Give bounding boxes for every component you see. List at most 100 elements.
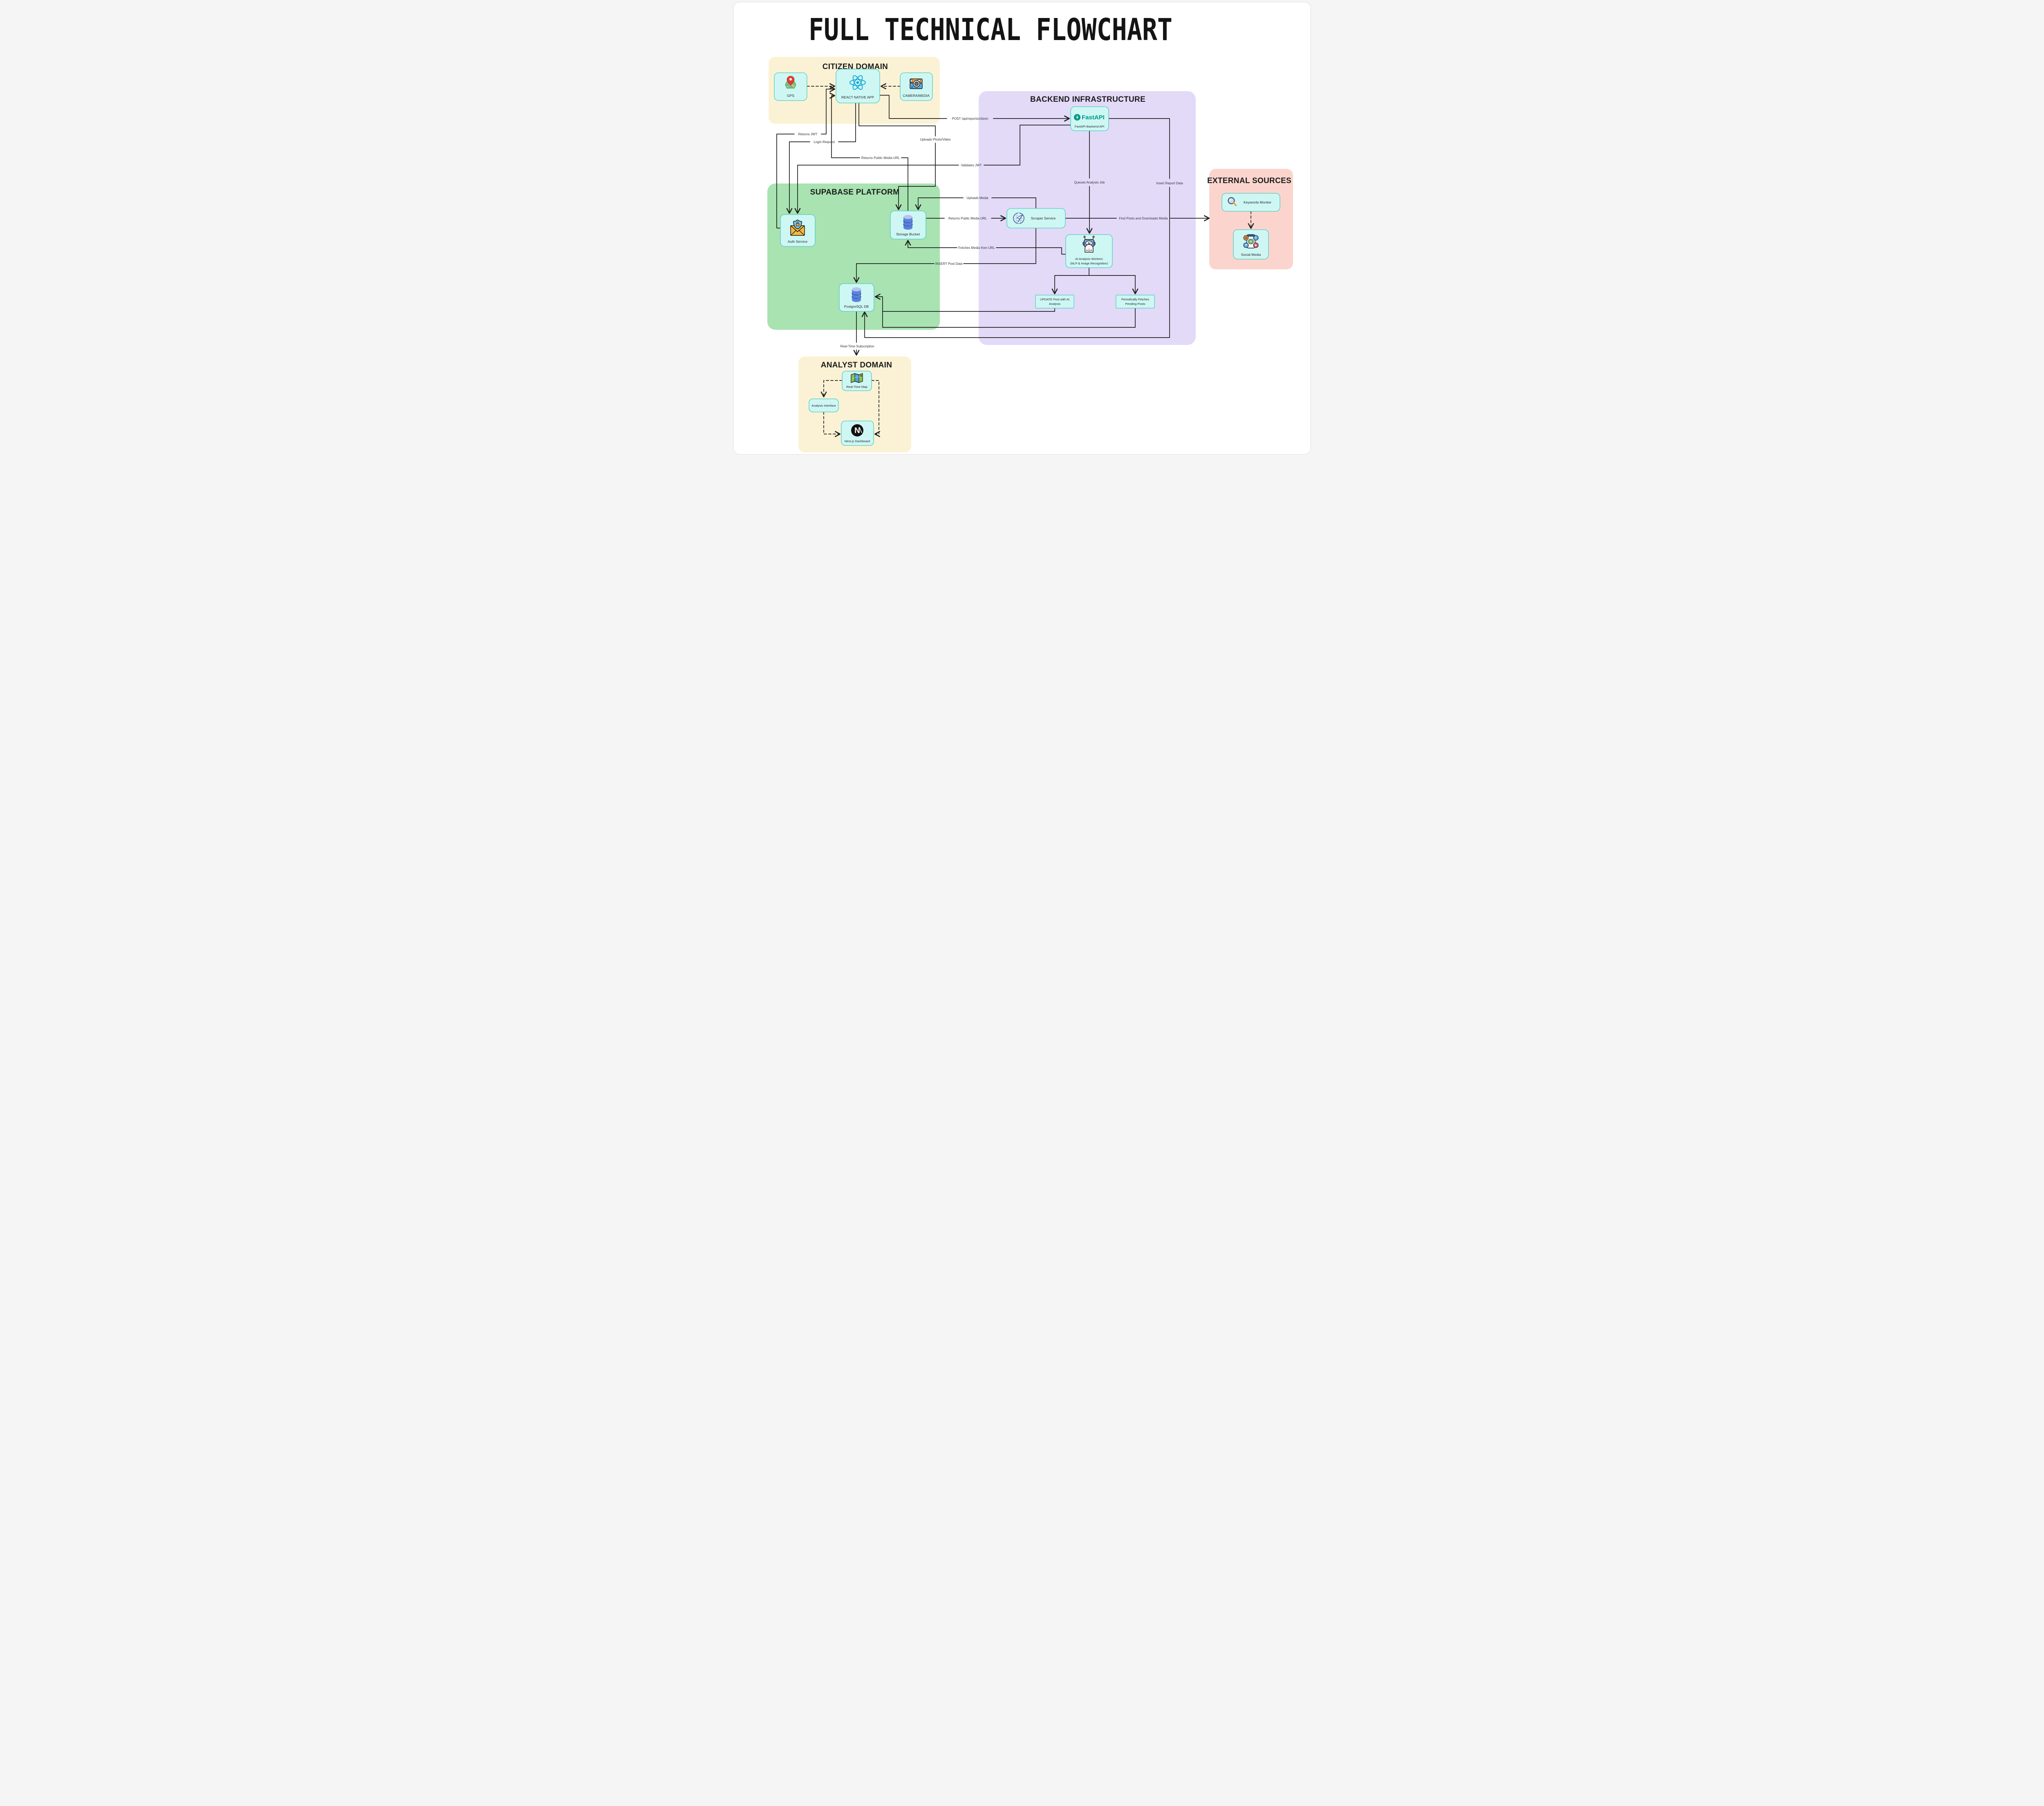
globe-paper-plane-icon bbox=[1013, 213, 1024, 224]
node-postgresql-db: PostgreSQL DB bbox=[839, 283, 874, 312]
edge-label-uploads-photo: Uploads Photo/Video bbox=[920, 138, 951, 141]
node-react-native-app: REACT NATIVE APP bbox=[836, 69, 880, 103]
edge-ai-to-update bbox=[1051, 267, 1089, 294]
edge-fetches-media-seg1 bbox=[996, 247, 1066, 255]
folded-map-icon bbox=[851, 373, 863, 383]
edge-insert-report-seg2 bbox=[861, 187, 1170, 338]
magnifier-icon bbox=[1228, 197, 1237, 206]
node-ai-analysis-workers: AI AI Analysis Workers (NLP & Image Reco… bbox=[1065, 234, 1113, 268]
database-cylinder-icon bbox=[903, 215, 913, 230]
node-label-social: Social Media bbox=[1241, 253, 1261, 257]
region-title-backend: BACKEND INFRASTRUCTURE bbox=[1030, 95, 1145, 104]
edge-map-to-interface bbox=[820, 380, 843, 397]
node-label-react-app: REACT NATIVE APP bbox=[841, 95, 874, 99]
node-social-media: f Social Media bbox=[1233, 229, 1269, 260]
fastapi-bolt-icon bbox=[1074, 114, 1080, 121]
edge-label-post-api: POST /api/reports/citizen bbox=[952, 117, 988, 121]
edge-periodic-return bbox=[875, 293, 1136, 328]
edge-label-queues-job: Queues Analysis Job bbox=[1074, 181, 1105, 184]
fastapi-wordmark: FastAPI bbox=[1082, 114, 1105, 121]
region-title-supabase: SUPABASE PLATFORM bbox=[810, 188, 900, 197]
camera-icon bbox=[910, 78, 923, 89]
node-label-update-line2: Analysis bbox=[1049, 302, 1060, 306]
node-label-keywords: Keywords Monitor bbox=[1244, 200, 1271, 204]
node-label-periodic-line1: Periodically Fetches bbox=[1121, 298, 1149, 301]
edge-update-return bbox=[882, 308, 1055, 312]
edge-label-login-request: Login Request bbox=[814, 140, 835, 144]
envelope-shield-lock-icon bbox=[790, 219, 805, 236]
node-fastapi: FastAPI FastAPI Backend API bbox=[1070, 106, 1109, 131]
edge-label-insert-post: INSERT Post Data bbox=[935, 262, 963, 266]
node-periodic-fetch: Periodically Fetches Pending Posts bbox=[1116, 295, 1155, 309]
flowchart-svg: FULL TECHNICAL FLOWCHART CITIZEN DOMAIN … bbox=[767, 12, 1293, 452]
edge-returns-jwt-seg2 bbox=[821, 86, 835, 134]
edge-interface-to-dashboard bbox=[823, 412, 840, 437]
node-camera-media: CAMERA/MEDIA bbox=[900, 72, 933, 101]
edge-map-to-dashboard bbox=[871, 380, 880, 437]
node-label-realtime-map: Real-Time Map bbox=[846, 385, 867, 389]
node-keywords-monitor: Keywords Monitor bbox=[1221, 193, 1280, 212]
edge-insert-report-seg1 bbox=[1108, 118, 1170, 179]
node-label-update-line1: UPDATE Post with AI bbox=[1040, 298, 1069, 301]
edge-validates-jwt-seg2 bbox=[794, 165, 959, 214]
edge-uploads-media-seg2 bbox=[915, 197, 964, 210]
node-storage-bucket: Storage Bucket bbox=[890, 210, 926, 239]
nextjs-logo-icon: N bbox=[851, 424, 863, 436]
edge-login-request-seg2 bbox=[786, 141, 810, 214]
edge-label-returns-url-app: Returns Public Media URL bbox=[861, 156, 900, 160]
node-label-nextjs: Next.js Dashboard bbox=[845, 439, 870, 443]
edge-label-realtime-sub: Real-Time Subscription bbox=[840, 345, 874, 348]
edge-label-find-posts: Find Posts and Downloads Media bbox=[1119, 217, 1168, 220]
edge-returns-jwt-seg1 bbox=[776, 134, 795, 228]
edge-uploads-photo-seg2 bbox=[895, 143, 936, 210]
node-label-camera: CAMERA/MEDIA bbox=[903, 94, 930, 98]
edge-insert-post-seg2 bbox=[853, 263, 935, 283]
edge-label-uploads-media: Uploads Media bbox=[966, 196, 988, 200]
svg-text:AI: AI bbox=[1088, 242, 1091, 245]
node-label-storage: Storage Bucket bbox=[896, 232, 920, 236]
map-pin-icon bbox=[785, 76, 796, 89]
edge-labels: POST /api/reports/citizen Returns JWT Lo… bbox=[798, 117, 1183, 348]
node-label-ai-line2: (NLP & Image Recognition) bbox=[1070, 262, 1108, 265]
node-label-gps: GPS bbox=[787, 94, 794, 98]
svg-text:f: f bbox=[1255, 236, 1257, 240]
edge-validates-jwt-seg1 bbox=[984, 125, 1071, 166]
svg-text:N: N bbox=[854, 427, 860, 435]
region-title-analyst: ANALYST DOMAIN bbox=[821, 361, 892, 369]
node-analysis-interface: Analysis Interface bbox=[809, 398, 839, 412]
node-label-analysis-interface: Analysis Interface bbox=[811, 404, 836, 407]
robot-ai-icon: AI bbox=[1083, 235, 1096, 253]
edge-label-insert-report: Insert Report Data bbox=[1156, 181, 1183, 185]
edges bbox=[776, 83, 1254, 437]
node-nextjs-dashboard: N Next.js Dashboard bbox=[841, 421, 874, 446]
edge-uploads-photo-seg1 bbox=[858, 103, 936, 137]
node-gps: GPS bbox=[774, 72, 807, 101]
edge-uploads-media-seg1 bbox=[991, 197, 1036, 209]
edge-post-api-seg1 bbox=[879, 95, 947, 119]
edge-login-request-seg1 bbox=[838, 103, 856, 142]
edge-returns-url-app-seg2 bbox=[829, 92, 860, 158]
edge-returns-url-app-seg1 bbox=[901, 157, 908, 211]
edge-label-fetches-media: Fetches Media from URL bbox=[959, 246, 995, 250]
node-label-fastapi: FastAPI Backend API bbox=[1075, 125, 1105, 128]
node-update-post: UPDATE Post with AI Analysis bbox=[1035, 295, 1074, 309]
database-cylinder-icon bbox=[852, 287, 861, 302]
node-label-ai-line1: AI Analysis Workers bbox=[1075, 257, 1103, 261]
edge-fetches-media-seg2 bbox=[905, 240, 957, 248]
node-realtime-map: Real-Time Map bbox=[842, 371, 872, 391]
node-label-auth: Auth Service bbox=[788, 239, 807, 244]
edge-label-returns-url-scraper: Returns Public Media URL bbox=[948, 217, 987, 220]
flowchart-canvas: FULL TECHNICAL FLOWCHART CITIZEN DOMAIN … bbox=[733, 2, 1311, 455]
edge-label-validates-jwt: Validates JWT bbox=[961, 163, 982, 167]
edge-label-returns-jwt: Returns JWT bbox=[798, 132, 818, 136]
edge-ai-to-periodic bbox=[1089, 275, 1139, 294]
edge-insert-post-seg1 bbox=[963, 228, 1036, 264]
node-scraper-service: Scraper Service bbox=[1006, 208, 1066, 228]
phone-social-icon: f bbox=[1243, 234, 1259, 248]
node-label-postgres: PostgreSQL DB bbox=[844, 304, 869, 309]
node-label-periodic-line2: Pending Posts bbox=[1125, 302, 1145, 306]
node-label-scraper: Scraper Service bbox=[1031, 216, 1056, 220]
node-auth-service: Auth Service bbox=[780, 214, 816, 247]
region-title-external: EXTERNAL SOURCES bbox=[1207, 177, 1291, 185]
page-title: FULL TECHNICAL FLOWCHART bbox=[809, 12, 1172, 47]
